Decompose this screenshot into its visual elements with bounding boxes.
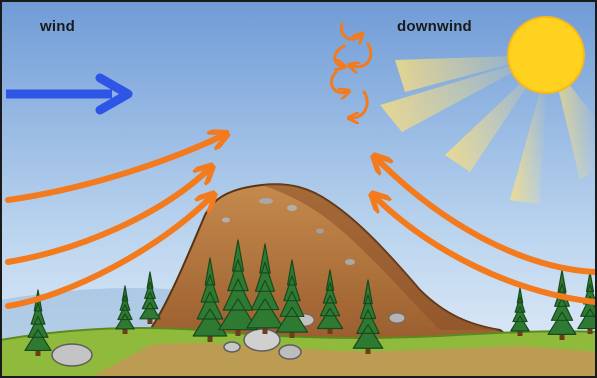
wind-label: wind bbox=[40, 18, 75, 35]
sun-icon bbox=[508, 17, 584, 93]
downwind-label: downwind bbox=[397, 18, 472, 35]
